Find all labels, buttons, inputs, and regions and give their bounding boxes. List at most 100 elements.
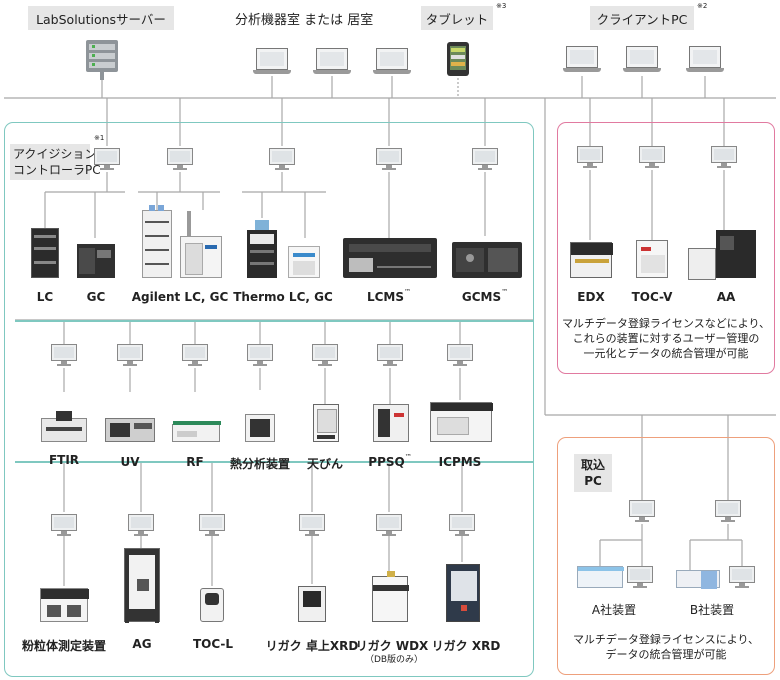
instrument-label-lc: LC xyxy=(36,290,54,304)
instrument-label-ppsq: PPSQ™ xyxy=(368,453,412,469)
pc-monitor-icon xyxy=(639,146,665,168)
aa-instrument-icon xyxy=(688,230,760,280)
gcms-tm: ™ xyxy=(501,288,509,296)
thermo-gc-icon xyxy=(288,246,320,278)
gcms-instrument-icon xyxy=(452,242,522,278)
instrument-label-icpms: ICPMS xyxy=(438,455,482,469)
pc-monitor-icon xyxy=(376,514,402,536)
pink-note-line2: これらの装置に対するユーザー管理の xyxy=(572,332,760,345)
company-a-instrument-icon xyxy=(577,566,624,588)
toc-l-instrument-icon xyxy=(200,588,224,622)
ag-testing-machine-icon xyxy=(124,548,160,623)
powder-analyzer-icon xyxy=(40,588,89,622)
lcms-text: LCMS xyxy=(366,290,405,304)
server-label-text: LabSolutionsサーバー xyxy=(36,11,166,27)
instrument-sublabel-rigaku-wdx: （DB版のみ） xyxy=(364,655,424,665)
instrument-label-company-b: B社装置 xyxy=(689,603,735,617)
pink-box-note: マルチデータ登録ライセンスなどにより、 これらの装置に対するユーザー管理の 一元… xyxy=(557,316,775,361)
thermo-lc-icon xyxy=(247,220,277,278)
instrument-label-thermo: Thermo LC, GC xyxy=(233,290,333,304)
ppsq-instrument-icon xyxy=(373,404,409,442)
row-divider-1 xyxy=(15,320,533,322)
pc-monitor-icon xyxy=(577,146,603,168)
client-pc-label-text: クライアントPC xyxy=(596,11,688,27)
company-b-instrument-icon xyxy=(676,570,720,589)
ppsq-tm: ™ xyxy=(404,453,412,461)
acq-label-line1: アクイジション xyxy=(13,147,97,161)
room-laptop-icon xyxy=(373,48,411,76)
tablet-icon xyxy=(447,42,469,76)
rigaku-xrd-icon xyxy=(446,564,480,622)
pc-monitor-icon xyxy=(715,500,741,522)
instrument-label-agilent: Agilent LC, GC xyxy=(131,290,229,304)
orange-note-line1: マルチデータ登録ライセンスにより、 xyxy=(572,633,760,646)
rigaku-benchtop-xrd-icon xyxy=(298,586,326,622)
import-label-line2: PC xyxy=(584,474,602,488)
pc-monitor-icon xyxy=(51,344,77,366)
client-laptop-icon xyxy=(623,46,661,74)
pink-note-line3: 一元化とデータの統合管理が可能 xyxy=(583,347,749,360)
import-label-line1: 取込 xyxy=(580,458,605,472)
instrument-label-toc-l: TOC-L xyxy=(192,637,234,651)
rf-instrument-icon xyxy=(172,421,221,442)
instrument-label-lcms: LCMS™ xyxy=(366,288,412,304)
client-footnote: ※2 xyxy=(697,2,708,10)
instrument-label-uv: UV xyxy=(120,455,140,469)
room-label: 分析機器室 または 居室 xyxy=(235,13,374,28)
ftir-instrument-icon xyxy=(41,411,87,442)
tablet-footnote: ※3 xyxy=(496,2,507,10)
pc-monitor-icon xyxy=(472,148,498,170)
toc-v-instrument-icon xyxy=(636,240,668,278)
pc-monitor-icon xyxy=(447,344,473,366)
instrument-label-aa: AA xyxy=(716,290,736,304)
instrument-label-balance: 天びん xyxy=(306,457,344,471)
pc-monitor-icon xyxy=(711,146,737,168)
pc-monitor-icon xyxy=(629,500,655,522)
pink-note-line1: マルチデータ登録ライセンスなどにより、 xyxy=(561,317,771,330)
pc-monitor-icon xyxy=(51,514,77,536)
instrument-label-rf: RF xyxy=(186,455,204,469)
pc-monitor-icon xyxy=(182,344,208,366)
instrument-label-toc-v: TOC-V xyxy=(631,290,673,304)
pc-monitor-icon xyxy=(247,344,273,366)
instrument-label-edx: EDX xyxy=(577,290,605,304)
room-laptop-icon xyxy=(253,48,291,76)
pc-monitor-icon xyxy=(299,514,325,536)
server-icon xyxy=(86,40,118,80)
lc-instrument-icon xyxy=(31,228,59,278)
instrument-label-rigaku-xrd: リガク XRD xyxy=(431,639,501,653)
client-pc-label: クライアントPC xyxy=(590,6,694,30)
instrument-label-thermal: 熱分析装置 xyxy=(229,457,291,471)
instrument-label-ftir: FTIR xyxy=(48,453,80,467)
managed-instruments-box xyxy=(557,122,775,374)
pc-monitor-icon xyxy=(199,514,225,536)
room-laptop-icon xyxy=(313,48,351,76)
pc-monitor-icon xyxy=(449,514,475,536)
client-laptop-icon xyxy=(686,46,724,74)
pc-monitor-icon xyxy=(376,148,402,170)
agilent-gc-icon xyxy=(180,211,222,278)
acq-label-line2: コントローラPC xyxy=(13,163,101,177)
instrument-label-company-a: A社装置 xyxy=(591,603,637,617)
row-divider-2 xyxy=(15,461,533,463)
tablet-label-text: タブレット xyxy=(425,11,489,27)
rigaku-wdx-icon xyxy=(372,571,409,622)
ppsq-text: PPSQ xyxy=(368,455,405,469)
agilent-lc-icon xyxy=(142,205,172,278)
import-pc-box xyxy=(557,437,775,675)
pc-monitor-icon xyxy=(117,344,143,366)
pc-monitor-icon xyxy=(377,344,403,366)
orange-box-note: マルチデータ登録ライセンスにより、 データの統合管理が可能 xyxy=(557,632,775,662)
lcms-tm: ™ xyxy=(404,288,412,296)
balance-icon xyxy=(313,404,339,442)
client-laptop-icon xyxy=(563,46,601,74)
instrument-label-powder: 粉粒体測定装置 xyxy=(21,639,107,653)
pc-monitor-icon xyxy=(729,566,755,588)
acquisition-area-box xyxy=(4,122,534,677)
instrument-label-rigaku-benchtop: リガク 卓上XRD xyxy=(265,639,359,653)
gc-instrument-icon xyxy=(77,244,115,278)
pc-monitor-icon xyxy=(312,344,338,366)
acquisition-pc-label: アクイジション コントローラPC xyxy=(10,144,101,180)
import-pc-label: 取込 PC xyxy=(574,454,612,492)
tablet-label: タブレット xyxy=(421,6,493,30)
